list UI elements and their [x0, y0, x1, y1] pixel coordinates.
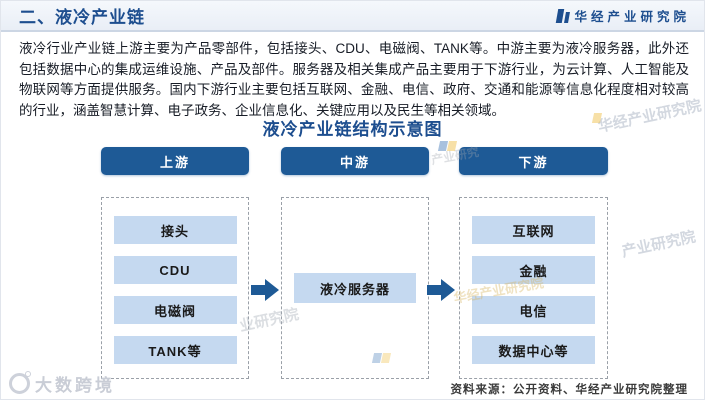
huajing-logo-icon	[556, 8, 571, 23]
dashu-watermark-text: 大数跨境	[35, 376, 115, 395]
diagram-title: 液冷产业链结构示意图	[262, 120, 443, 139]
source-note: 资料来源：公开资料、华经产业研究院整理	[450, 384, 688, 396]
page-title: 二、液冷产业链	[19, 8, 145, 27]
downstream-item-internet: 互联网	[472, 216, 595, 244]
downstream-item-telecom: 电信	[472, 296, 595, 324]
downstream-item-finance: 金融	[472, 256, 595, 284]
flow-arrow-icon	[251, 279, 279, 301]
stage-header-upstream: 上游	[101, 147, 249, 175]
brand-name: 华经产业研究院	[574, 10, 690, 24]
header-bar: 二、液冷产业链 华经产业研究院	[1, 1, 704, 32]
downstream-item-datacenter: 数据中心等	[472, 336, 595, 364]
downstream-group: 互联网 金融 电信 数据中心等	[459, 197, 608, 379]
flow-arrow-icon	[427, 279, 455, 301]
intro-paragraph: 液冷行业产业链上游主要为产品零部件，包括接头、CDU、电磁阀、TANK等。中游主…	[19, 41, 689, 118]
midstream-group: 液冷服务器	[281, 197, 429, 379]
brand-logo: 华经产业研究院	[556, 6, 690, 25]
upstream-item-dianciefa: 电磁阀	[113, 296, 237, 324]
stage-header-midstream: 中游	[281, 147, 429, 175]
midstream-item-server: 液冷服务器	[294, 273, 416, 303]
stage-header-downstream: 下游	[459, 147, 608, 175]
diagonal-watermark: 产业研究院	[620, 228, 698, 261]
dashu-watermark: 大数跨境	[9, 371, 115, 396]
upstream-item-jietou: 接头	[113, 216, 237, 244]
upstream-group: 接头 CDU 电磁阀 TANK等	[101, 197, 249, 379]
upstream-item-cdu: CDU	[113, 256, 237, 284]
upstream-item-tank: TANK等	[113, 336, 237, 364]
watermark-logo-icon	[437, 141, 458, 151]
dashu-watermark-icon	[9, 371, 31, 394]
